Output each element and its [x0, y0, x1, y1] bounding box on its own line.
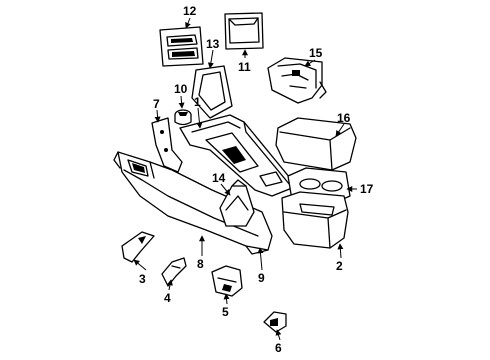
part-10-knob — [174, 109, 192, 126]
callout-15: 15 — [309, 46, 323, 60]
callout-6: 6 — [275, 341, 282, 355]
callout-10: 10 — [174, 82, 188, 96]
part-1-upper-console — [179, 114, 293, 197]
callout-4: 4 — [164, 291, 171, 305]
leader-lines — [133, 17, 357, 341]
callout-14: 14 — [212, 171, 226, 185]
callout-3: 3 — [139, 272, 146, 286]
callout-8: 8 — [197, 257, 204, 271]
callout-5: 5 — [222, 305, 229, 319]
part-3-bracket — [121, 231, 155, 263]
part-5-mount — [211, 265, 243, 297]
callout-labels: 12 11 13 15 10 1 7 16 14 17 3 8 9 2 4 5 … — [139, 4, 374, 355]
callout-16: 16 — [337, 111, 351, 125]
callout-9: 9 — [258, 271, 265, 285]
part-12-bezel — [159, 26, 204, 67]
callout-17: 17 — [360, 182, 374, 196]
callout-7: 7 — [153, 97, 160, 111]
part-14-boot — [219, 179, 255, 227]
part-7-bracket — [151, 117, 183, 173]
part-2-rear-box — [281, 191, 349, 249]
callout-12: 12 — [183, 4, 197, 18]
callout-13: 13 — [206, 37, 220, 51]
part-15-shifter — [267, 57, 327, 104]
part-13-ring — [191, 65, 233, 119]
callout-1: 1 — [194, 95, 201, 109]
part-16-lid — [275, 117, 357, 171]
part-4-clip — [161, 257, 187, 287]
part-6-fitting — [263, 311, 287, 333]
part-11-panel — [224, 12, 264, 50]
callout-11: 11 — [238, 60, 251, 74]
callout-2: 2 — [336, 259, 343, 273]
